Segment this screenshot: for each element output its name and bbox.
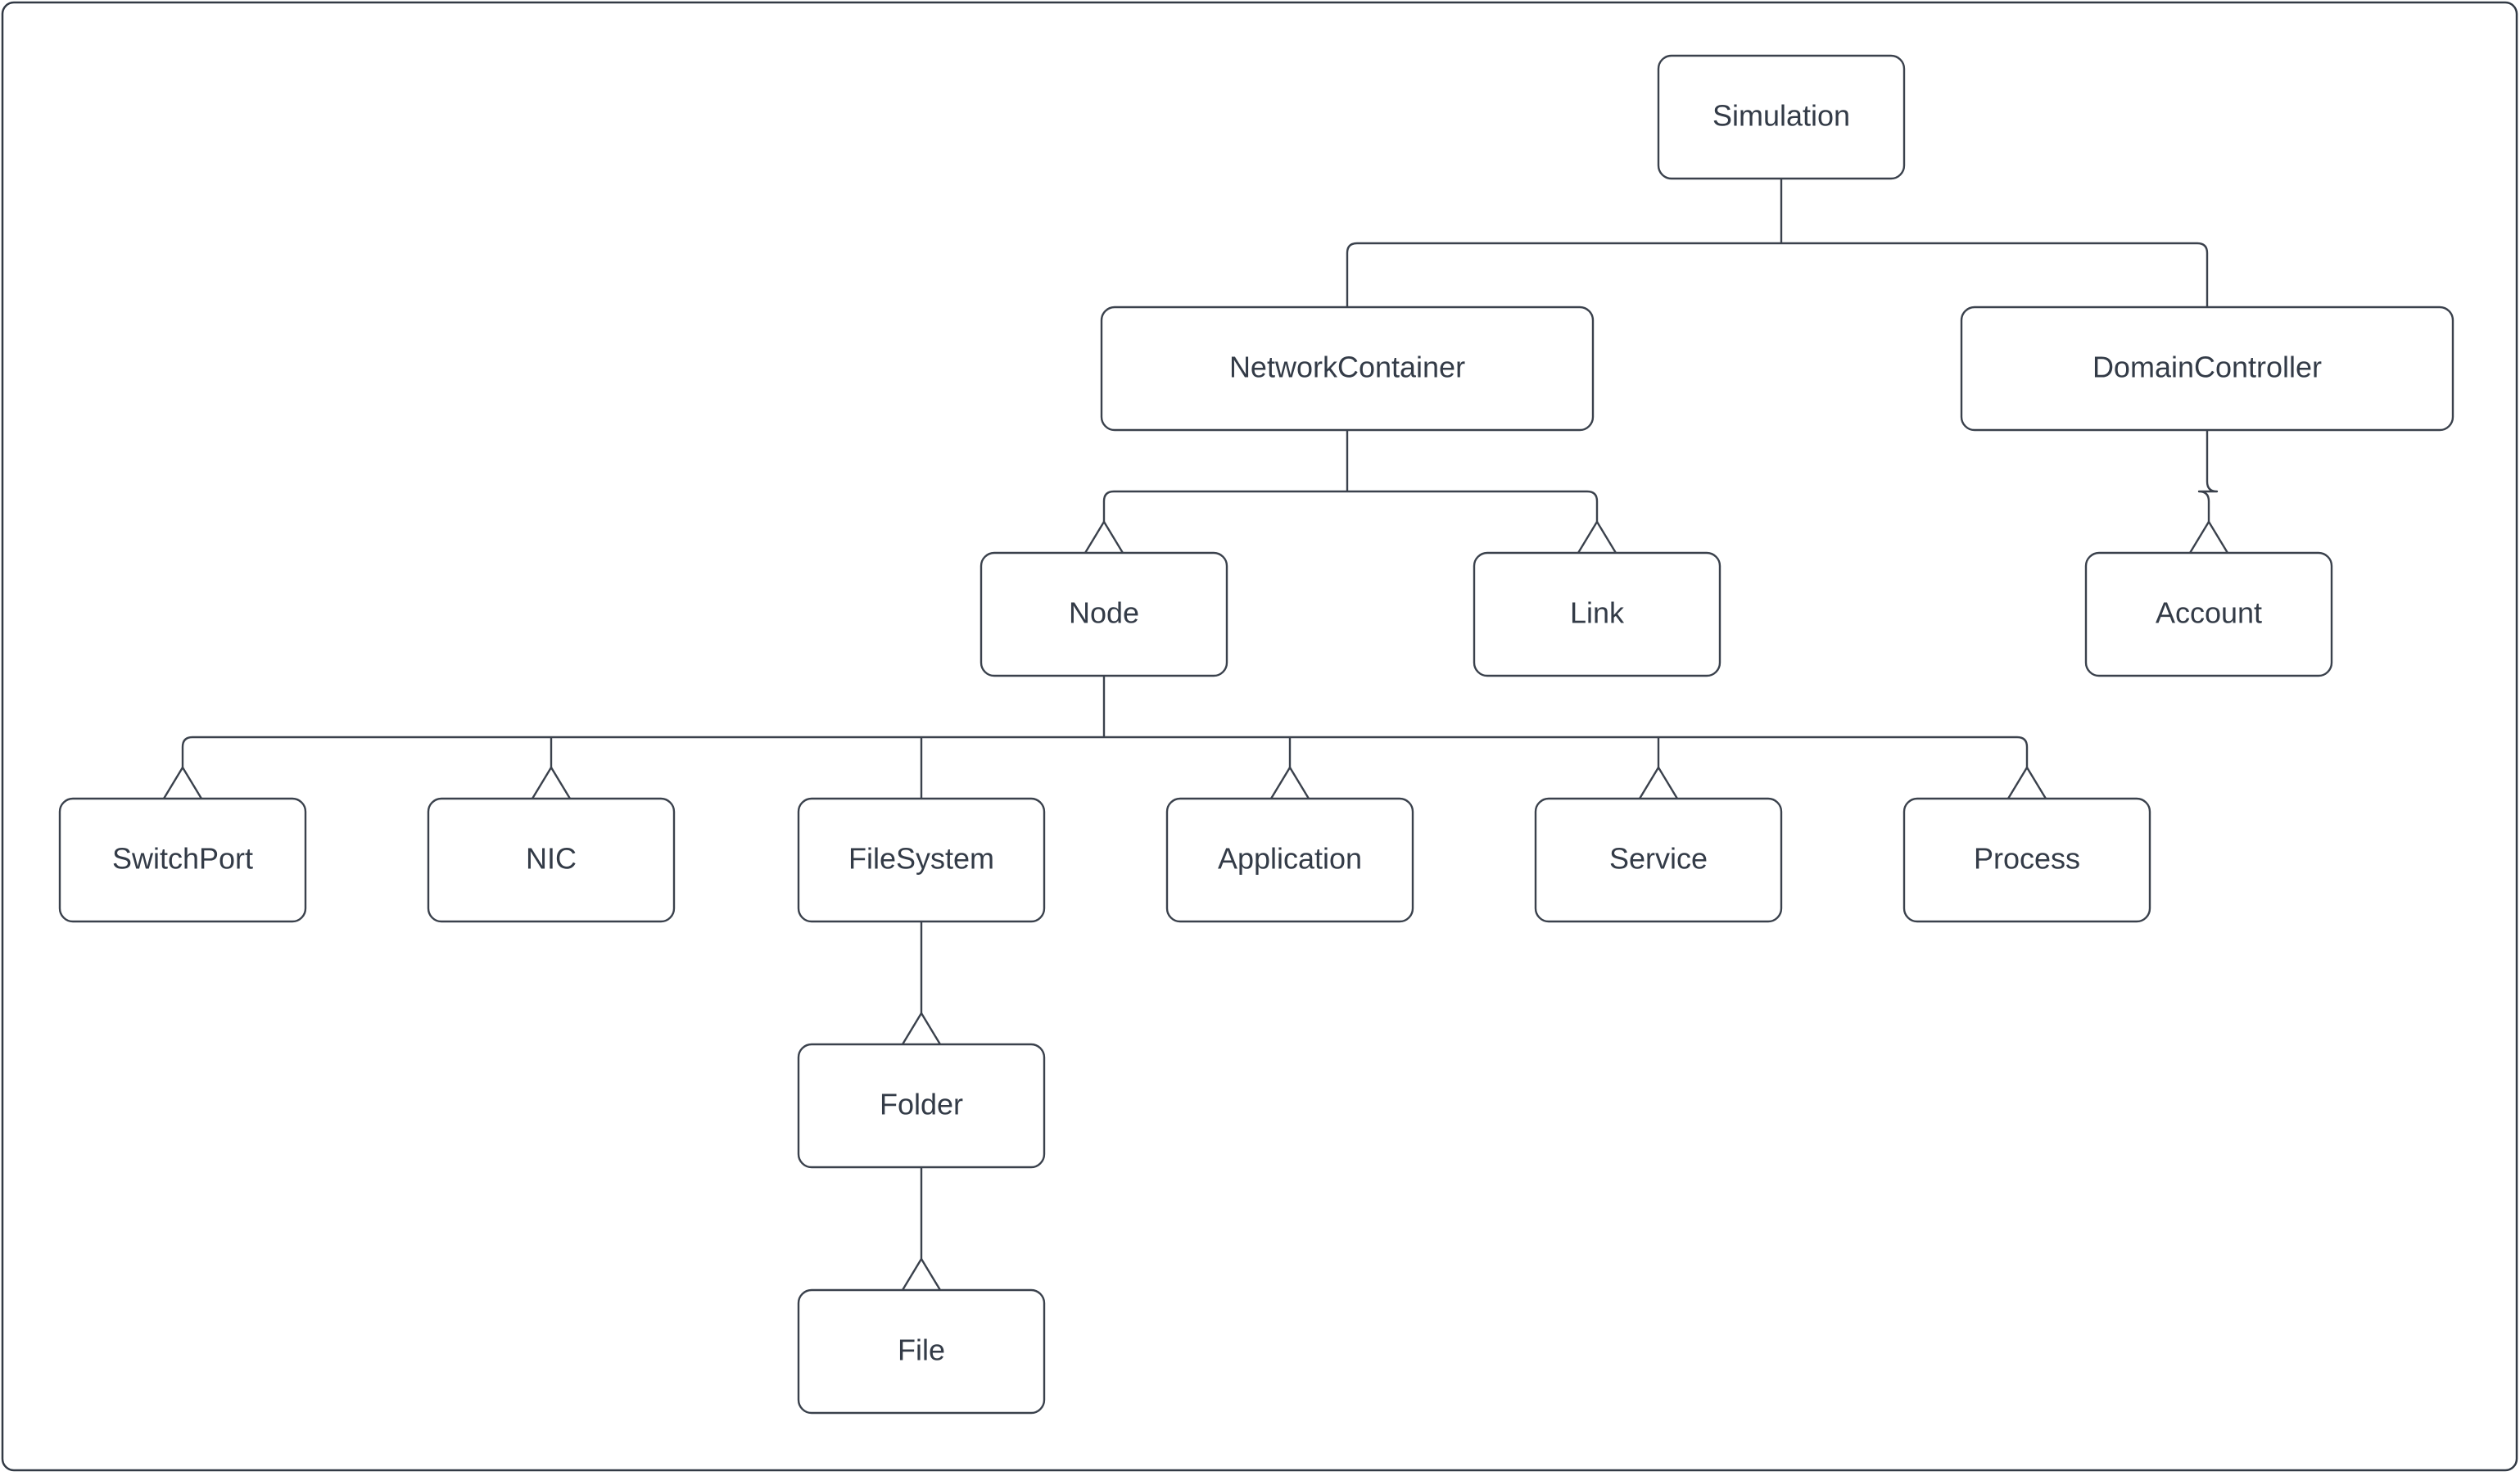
node-box-application[interactable] [1165,797,1414,923]
node-label-service: Service [1609,842,1708,876]
node-simulation[interactable]: Simulation [1657,54,1906,180]
node-account[interactable]: Account [2084,551,2333,677]
node-box-service[interactable] [1534,797,1783,923]
node-process[interactable]: Process [1902,797,2151,923]
node-box-switchport[interactable] [58,797,307,923]
generalization-arrowhead [901,1256,942,1291]
node-box-domain_controller[interactable] [1960,306,2454,432]
node-box-process[interactable] [1902,797,2151,923]
node-service[interactable]: Service [1534,797,1783,923]
node-label-domain_controller: DomainController [2092,351,2322,384]
node-label-application: Application [1218,842,1362,876]
edge-simulation-to-domain_controller [2197,242,2209,307]
node-filesystem[interactable]: FileSystem [797,797,1046,923]
node-box-filesystem[interactable] [797,797,1046,923]
edge-node-to-switchport [181,736,193,767]
node-folder[interactable]: Folder [797,1043,1046,1169]
edge-network_container-to-node [1102,490,1115,522]
node-box-folder[interactable] [797,1043,1046,1169]
generalization-arrowhead [531,765,572,799]
edge-layer [162,179,2229,1291]
node-network_container[interactable]: NetworkContainer [1100,306,1595,432]
edge-simulation-to-network_container [1346,242,1358,307]
generalization-arrowhead [2188,519,2229,554]
node-label-process: Process [1974,842,2080,876]
node-label-account: Account [2156,596,2262,630]
generalization-arrowhead [1084,519,1124,554]
node-label-link: Link [1570,596,1625,630]
node-switchport[interactable]: SwitchPort [58,797,307,923]
node-box-nic[interactable] [427,797,676,923]
edge-network_container-to-link [1586,490,1599,522]
node-box-account[interactable] [2084,551,2333,677]
node-nic[interactable]: NIC [427,797,676,923]
node-box-network_container[interactable] [1100,306,1595,432]
node-box-node[interactable] [979,551,1228,677]
generalization-arrowhead [901,1011,942,1045]
node-domain_controller[interactable]: DomainController [1960,306,2454,432]
node-node[interactable]: Node [979,551,1228,677]
node-label-switchport: SwitchPort [112,842,253,876]
node-label-filesystem: FileSystem [848,842,994,876]
node-box-file[interactable] [797,1288,1046,1415]
node-label-file: File [898,1333,945,1367]
node-box-link[interactable] [1473,551,1721,677]
generalization-arrowhead [1638,765,1679,799]
node-file[interactable]: File [797,1288,1046,1415]
node-label-node: Node [1069,596,1139,630]
node-label-nic: NIC [526,842,577,876]
edge-node-to-process [2016,736,2029,767]
edge-domain_controller-to-account [2197,430,2219,522]
node-application[interactable]: Application [1165,797,1414,923]
node-label-simulation: Simulation [1712,99,1850,133]
generalization-arrowhead [1269,765,1310,799]
node-box-simulation[interactable] [1657,54,1906,180]
generalization-arrowhead [2006,765,2047,799]
node-label-folder: Folder [880,1088,963,1121]
generalization-arrowhead [1577,519,1617,554]
generalization-arrowhead [162,765,203,799]
node-label-network_container: NetworkContainer [1229,351,1465,384]
node-link[interactable]: Link [1473,551,1721,677]
